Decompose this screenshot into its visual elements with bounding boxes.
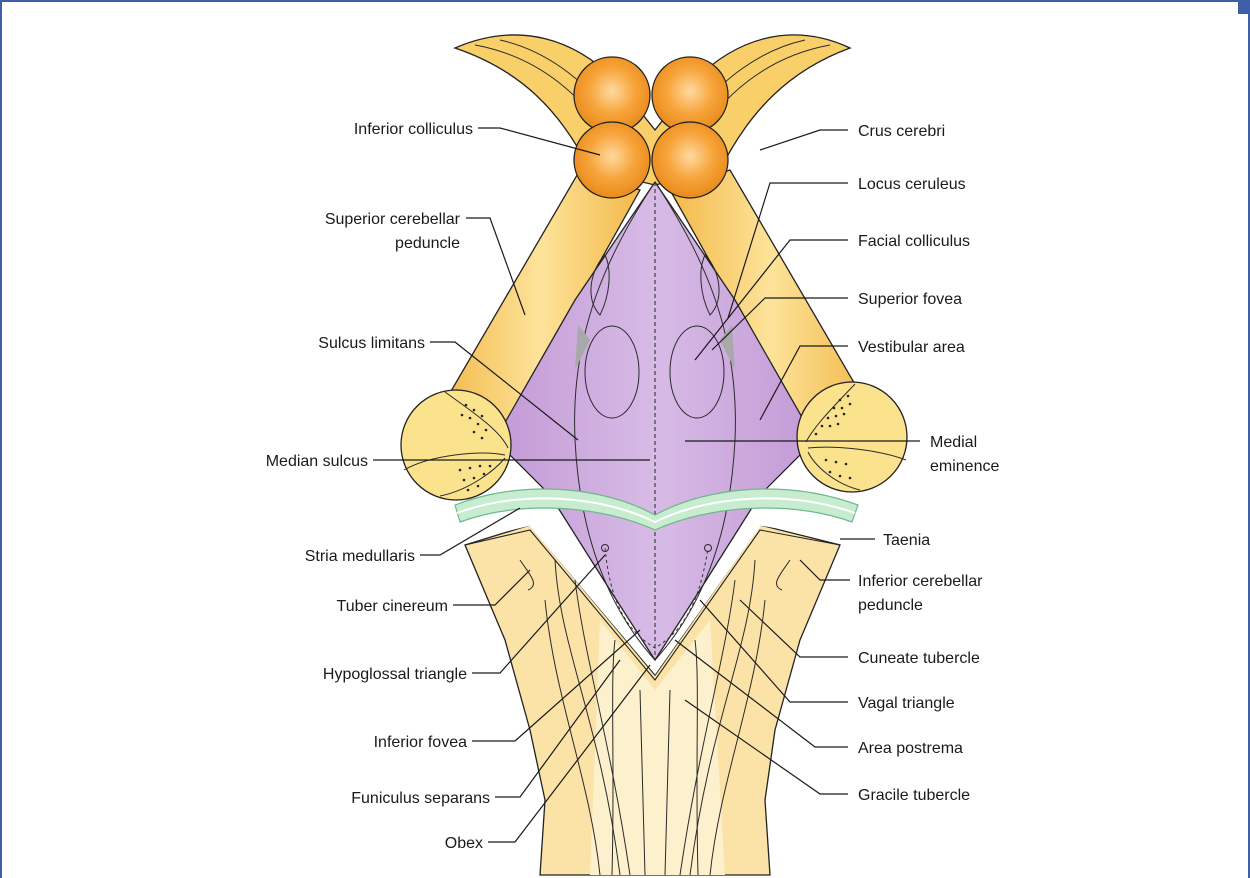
label-facial-colliculus: Facial colliculus xyxy=(858,233,970,250)
label-crus-cerebri: Crus cerebri xyxy=(858,123,945,140)
label-sulcus-limitans: Sulcus limitans xyxy=(318,335,425,352)
label-superior-cerebellar-peduncle-line2: peduncle xyxy=(395,235,460,252)
label-inferior-cerebellar-peduncle-line1: Inferior cerebellar xyxy=(858,573,983,590)
label-obex: Obex xyxy=(445,835,483,852)
cerebellar-peduncle-cut-right xyxy=(797,382,907,492)
label-hypoglossal-triangle: Hypoglossal triangle xyxy=(323,666,467,683)
label-inferior-cerebellar-peduncle-line2: peduncle xyxy=(858,597,923,614)
label-taenia: Taenia xyxy=(883,532,930,549)
cerebellar-peduncle-cut-left xyxy=(401,390,511,500)
label-area-postrema: Area postrema xyxy=(858,740,963,757)
label-median-sulcus: Median sulcus xyxy=(266,453,368,470)
label-stria-medullaris: Stria medullaris xyxy=(305,548,415,565)
label-vestibular-area: Vestibular area xyxy=(858,339,965,356)
label-locus-ceruleus: Locus ceruleus xyxy=(858,176,966,193)
label-medial-eminence-line2: eminence xyxy=(930,458,999,475)
label-vagal-triangle: Vagal triangle xyxy=(858,695,955,712)
label-funiculus-separans: Funiculus separans xyxy=(351,790,490,807)
label-tuber-cinereum: Tuber cinereum xyxy=(337,598,448,615)
label-superior-fovea: Superior fovea xyxy=(858,291,962,308)
label-superior-cerebellar-peduncle-line1: Superior cerebellar xyxy=(325,211,461,228)
label-gracile-tubercle: Gracile tubercle xyxy=(858,787,970,804)
label-inferior-fovea: Inferior fovea xyxy=(374,734,467,751)
label-medial-eminence-line1: Medial xyxy=(930,434,977,451)
label-inferior-colliculus: Inferior colliculus xyxy=(354,121,473,138)
label-cuneate-tubercle: Cuneate tubercle xyxy=(858,650,980,667)
